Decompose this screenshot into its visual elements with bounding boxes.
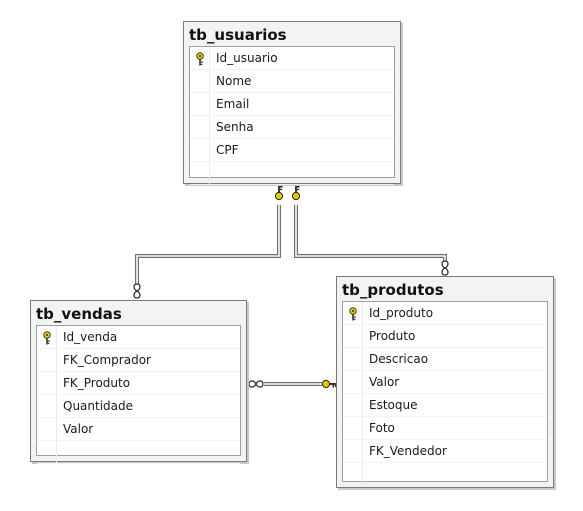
column-list: Id_usuario Nome Email Senha CPF xyxy=(189,46,395,185)
column-name: Valor xyxy=(369,375,400,389)
column-name: Foto xyxy=(369,421,395,435)
column-row[interactable]: Email xyxy=(190,93,394,116)
key-gutter xyxy=(190,93,210,115)
column-row[interactable]: Descricao xyxy=(343,348,547,371)
table-tb-usuarios[interactable]: tb_usuarios Id_usuario Nome xyxy=(183,21,401,185)
column-row[interactable]: Foto xyxy=(343,417,547,440)
key-gutter xyxy=(190,116,210,138)
primary-key-icon xyxy=(196,52,204,66)
column-name: Descricao xyxy=(369,352,429,366)
key-gutter xyxy=(37,326,57,348)
column-row[interactable]: Valor xyxy=(343,371,547,394)
table-tb-vendas[interactable]: tb_vendas Id_venda FK_Comprador xyxy=(30,300,247,464)
column-name: Quantidade xyxy=(63,399,134,413)
table-tb-produtos[interactable]: tb_produtos Id_produto Produto xyxy=(336,276,554,488)
infinity-icon xyxy=(133,283,141,299)
column-name: Email xyxy=(216,97,250,111)
key-gutter xyxy=(190,162,210,184)
column-name: Senha xyxy=(216,120,254,134)
primary-key-icon xyxy=(43,331,51,345)
column-row[interactable]: FK_Produto xyxy=(37,372,240,395)
key-gutter xyxy=(190,139,210,161)
column-name: Produto xyxy=(369,329,416,343)
column-row[interactable]: Id_usuario xyxy=(190,47,394,70)
key-gutter xyxy=(343,371,363,393)
empty-column-row[interactable] xyxy=(37,441,240,464)
column-name: Valor xyxy=(63,422,94,436)
key-gutter xyxy=(190,70,210,92)
column-row[interactable]: Quantidade xyxy=(37,395,240,418)
key-icon xyxy=(321,379,337,389)
column-name: FK_Vendedor xyxy=(369,444,447,458)
column-row[interactable]: Id_venda xyxy=(37,326,240,349)
key-gutter xyxy=(343,440,363,462)
key-gutter xyxy=(343,417,363,439)
column-list: Id_venda FK_Comprador FK_Produto Quantid… xyxy=(36,325,241,464)
column-name: FK_Comprador xyxy=(63,353,151,367)
key-icon xyxy=(291,185,301,201)
key-gutter xyxy=(37,441,57,463)
relationship-usuarios-produtos[interactable] xyxy=(294,205,447,262)
table-title[interactable]: tb_usuarios xyxy=(184,22,400,46)
empty-column-row[interactable] xyxy=(343,463,547,486)
column-name: Id_produto xyxy=(369,306,434,320)
column-name: Id_venda xyxy=(63,330,118,344)
column-row[interactable]: FK_Vendedor xyxy=(343,440,547,463)
column-name: Nome xyxy=(216,74,252,88)
column-row[interactable]: CPF xyxy=(190,139,394,162)
column-row[interactable]: Senha xyxy=(190,116,394,139)
column-row[interactable]: FK_Comprador xyxy=(37,349,240,372)
key-gutter xyxy=(190,47,210,69)
key-icon xyxy=(274,185,284,201)
relationship-usuarios-vendas[interactable] xyxy=(135,205,281,285)
column-row[interactable]: Produto xyxy=(343,325,547,348)
column-row[interactable]: Valor xyxy=(37,418,240,441)
table-title[interactable]: tb_vendas xyxy=(31,301,246,325)
column-list: Id_produto Produto Descricao Valor Estoq… xyxy=(342,301,548,486)
infinity-icon xyxy=(248,380,264,388)
column-name: Estoque xyxy=(369,398,418,412)
key-gutter xyxy=(343,394,363,416)
key-gutter xyxy=(343,463,363,485)
column-row[interactable]: Nome xyxy=(190,70,394,93)
column-name: FK_Produto xyxy=(63,376,131,390)
key-gutter xyxy=(343,325,363,347)
key-gutter xyxy=(37,349,57,371)
column-name: CPF xyxy=(216,143,239,157)
infinity-icon xyxy=(441,260,449,276)
key-gutter xyxy=(37,418,57,440)
key-gutter xyxy=(37,372,57,394)
key-gutter xyxy=(343,348,363,370)
key-gutter xyxy=(343,302,363,324)
column-row[interactable]: Estoque xyxy=(343,394,547,417)
primary-key-icon xyxy=(349,307,357,321)
empty-column-row[interactable] xyxy=(190,162,394,185)
key-gutter xyxy=(37,395,57,417)
column-name: Id_usuario xyxy=(216,51,278,65)
table-title[interactable]: tb_produtos xyxy=(337,277,553,301)
column-row[interactable]: Id_produto xyxy=(343,302,547,325)
